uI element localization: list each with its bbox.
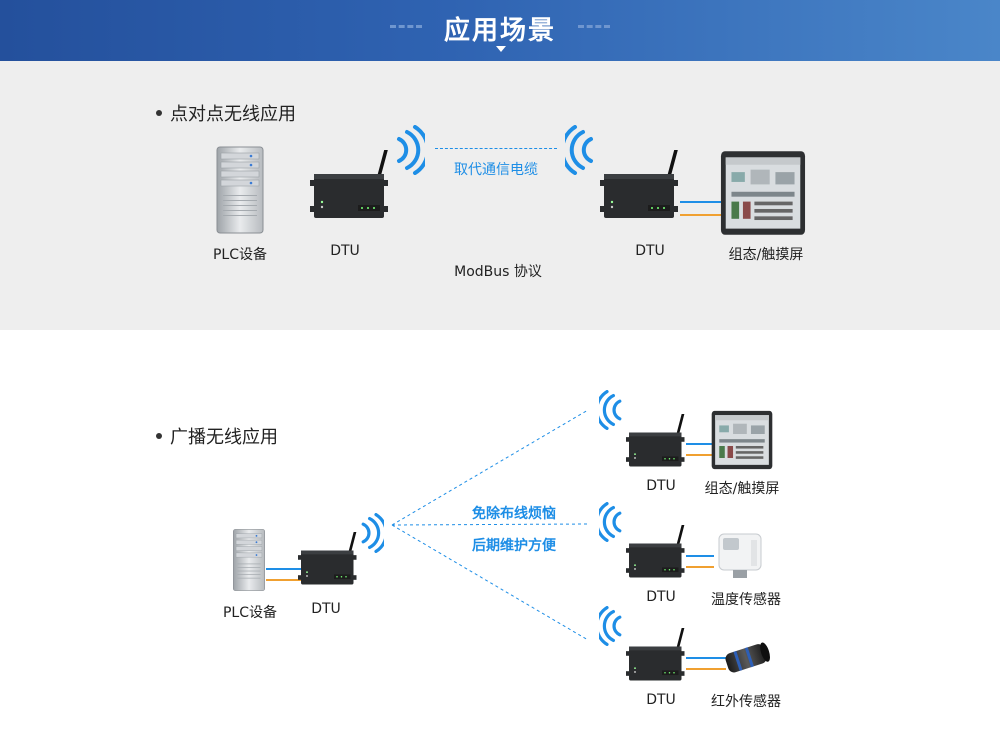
- data-cable-orange: [686, 454, 712, 456]
- dtu-hub-label: DTU: [311, 601, 341, 617]
- caret-down-icon: [496, 46, 506, 52]
- plc-server-icon: [215, 145, 265, 235]
- wireless-signal-icon: [598, 502, 624, 542]
- data-cable-orange: [686, 566, 714, 568]
- target-device-label: 组态/触摸屏: [704, 481, 780, 497]
- dtu-device-icon: [310, 150, 390, 220]
- dtu-device-icon: [626, 628, 686, 682]
- target-dtu-label: DTU: [646, 589, 676, 605]
- data-cable-blue: [680, 201, 722, 203]
- touchscreen-icon: [711, 410, 773, 470]
- data-cable-orange: [680, 214, 722, 216]
- plc-label: PLC设备: [212, 247, 268, 263]
- infrared-sensor-icon: [722, 640, 772, 676]
- dtu-device-icon: [626, 414, 686, 468]
- bullet-icon: [156, 433, 162, 439]
- header-decoration-left: [390, 25, 422, 28]
- plc-label: PLC设备: [222, 605, 278, 621]
- plc-server-icon: [232, 528, 266, 592]
- benefit-label: 后期维护方便: [472, 538, 556, 554]
- dtu-left-label: DTU: [330, 243, 360, 259]
- data-cable-orange: [686, 668, 726, 670]
- data-cable-blue: [686, 443, 712, 445]
- wireless-signal-icon: [598, 390, 624, 430]
- wireless-signal-icon: [395, 125, 425, 175]
- target-dtu-label: DTU: [646, 692, 676, 708]
- dtu-device-icon: [626, 525, 686, 579]
- target-dtu-label: DTU: [646, 478, 676, 494]
- page-title: 应用场景: [443, 16, 556, 46]
- protocol-label: ModBus 协议: [454, 264, 542, 280]
- link-label: 取代通信电缆: [454, 162, 538, 178]
- screen-label: 组态/触摸屏: [728, 247, 804, 263]
- section2-title: 广播无线应用: [170, 427, 278, 448]
- dtu-device-icon: [298, 532, 358, 586]
- section1-title: 点对点无线应用: [170, 104, 296, 125]
- benefit-label: 免除布线烦恼: [472, 506, 556, 522]
- touchscreen-icon: [720, 150, 806, 236]
- wireless-signal-icon: [565, 125, 595, 175]
- data-cable-blue: [686, 555, 714, 557]
- target-device-label: 温度传感器: [711, 592, 781, 608]
- wireless-signal-icon: [598, 606, 624, 646]
- point-to-point-section: [0, 61, 1000, 330]
- dtu-right-label: DTU: [635, 243, 665, 259]
- data-cable-orange: [266, 579, 302, 581]
- temperature-sensor-icon: [715, 530, 765, 580]
- data-cable-blue: [686, 657, 726, 659]
- broadcast-lines: [391, 409, 589, 641]
- data-cable-blue: [266, 568, 302, 570]
- target-device-label: 红外传感器: [711, 694, 781, 710]
- dtu-device-icon: [600, 150, 680, 220]
- wireless-link-line: [435, 148, 557, 149]
- header-decoration-right: [578, 25, 610, 28]
- bullet-icon: [156, 110, 162, 116]
